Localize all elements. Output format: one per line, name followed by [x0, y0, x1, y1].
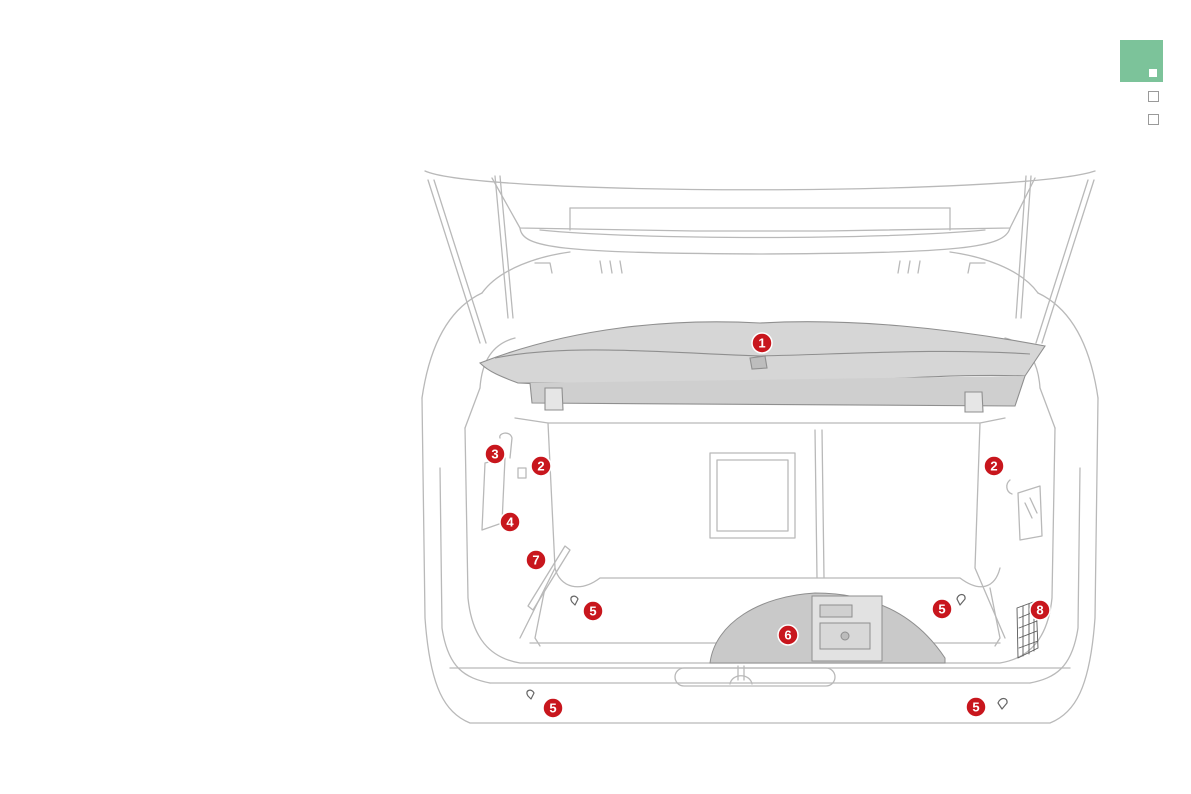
callout-5-floor-left: 5 — [583, 601, 603, 621]
page-indicator-box-1[interactable] — [1148, 91, 1159, 102]
callout-5-floor-left-label: 5 — [589, 604, 596, 619]
page-indicator-box-2[interactable] — [1148, 114, 1159, 125]
callout-8-label: 8 — [1036, 603, 1043, 618]
seat-backrest-panel — [710, 453, 795, 538]
section-tab-active[interactable] — [1120, 40, 1163, 82]
callout-3-label: 3 — [491, 447, 498, 462]
callout-5-floor-right-label: 5 — [938, 602, 945, 617]
callout-5-sill-left: 5 — [543, 698, 563, 718]
callout-5-sill-right-label: 5 — [972, 700, 979, 715]
callout-7: 7 — [526, 550, 546, 570]
callout-5-sill-right: 5 — [966, 697, 986, 717]
callout-8: 8 — [1030, 600, 1050, 620]
callout-7-label: 7 — [532, 553, 539, 568]
callout-5-floor-right: 5 — [932, 599, 952, 619]
callout-5-sill-left-label: 5 — [549, 701, 556, 716]
callout-1-label: 1 — [758, 336, 765, 351]
callout-6-label: 6 — [784, 628, 791, 643]
callout-2-right: 2 — [984, 456, 1004, 476]
spare-wheel-well — [710, 593, 945, 663]
square-dot-icon — [1149, 69, 1157, 77]
callout-3: 3 — [485, 444, 505, 464]
tailgate — [425, 171, 1095, 273]
boot-diagram: 1 2 2 3 4 5 5 5 5 6 7 8 — [420, 168, 1100, 748]
callout-1: 1 — [752, 333, 772, 353]
side-trim-right — [1007, 480, 1042, 540]
tailgate-struts — [428, 176, 1094, 343]
callout-2-left: 2 — [531, 456, 551, 476]
callout-4-label: 4 — [506, 515, 514, 530]
callout-6: 6 — [778, 625, 798, 645]
callout-4: 4 — [500, 512, 520, 532]
callout-2-left-label: 2 — [537, 459, 544, 474]
callout-2-right-label: 2 — [990, 459, 997, 474]
